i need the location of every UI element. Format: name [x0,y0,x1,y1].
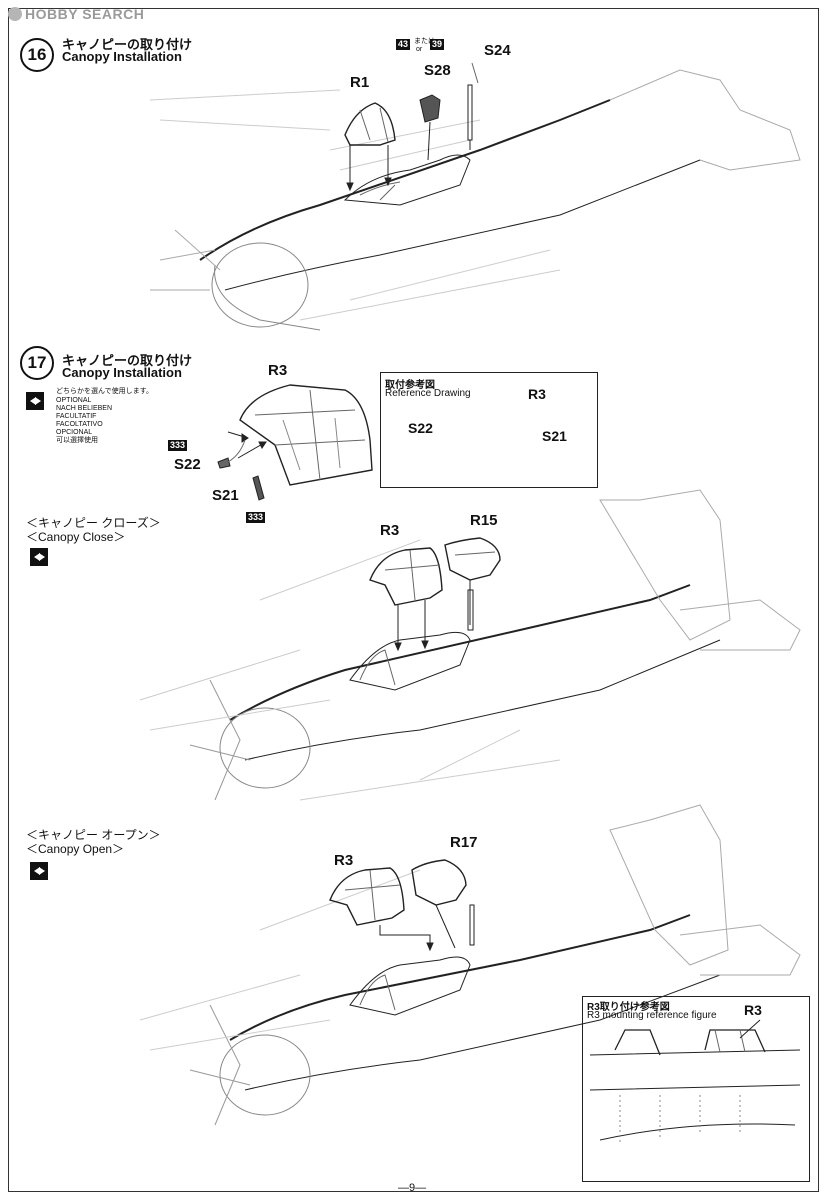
canopy-close-title-jp: ＜キャノピー クローズ＞ [26,516,161,530]
watermark-logo-icon [8,7,22,21]
step17-r3-canopy [217,384,373,501]
optional-note-line: FACOLTATIVO [56,421,103,428]
step17-part-s21-label: S21 [212,487,239,504]
close-part-r15-label: R15 [470,512,498,529]
part-s24-label: S24 [484,42,511,59]
step16-number: 16 [20,38,54,72]
reference-drawing-box [380,372,598,488]
part-r1-label: R1 [350,74,370,91]
r3-mount-ref-figure [589,1019,801,1145]
canopy-open-title-en: ＜Canopy Open＞ [26,842,125,856]
paint-code-333-s22: 333 [168,440,188,451]
part-s28-label: S28 [424,62,451,79]
r3-mount-ref-box [582,996,810,1182]
ref-part-r3-label: R3 [528,386,546,402]
canopy-close-aircraft [139,489,801,801]
optional-note-line: 可以選擇使用 [56,437,98,444]
watermark: HOBBY SEARCH [8,6,144,22]
canopy-open-title-jp: ＜キャノピー オープン＞ [26,828,161,842]
step17-number: 17 [20,346,54,380]
step17-title-en: Canopy Installation [62,365,182,380]
open-part-r17-label: R17 [450,834,478,851]
paint-code-43: 43 [396,39,411,50]
step16-title-en: Canopy Installation [62,49,182,64]
mount-part-r3-label: R3 [744,1002,762,1018]
ref-part-s21-label: S21 [542,428,567,444]
canopy-open-aircraft [139,804,801,1126]
paint-code-333-s21: 333 [246,512,266,523]
step16-aircraft [149,62,801,331]
reference-drawing-title-en: Reference Drawing [385,388,471,399]
optional-note-line: FACULTATIF [56,413,97,420]
step16-title-jp: キャノピーの取り付け [62,37,193,52]
optional-note-line: NACH BELIEBEN [56,405,113,412]
close-part-r3-label: R3 [380,522,400,539]
optional-note-line: OPCIONAL [56,429,93,436]
step17-part-s22-label: S22 [174,456,201,473]
optional-icon [26,392,44,410]
page-frame [8,8,819,1192]
canopy-close-title-en: ＜Canopy Close＞ [26,530,126,544]
r3-mount-ref-title-jp: R3取り付け参考図 [587,1002,670,1013]
reference-drawing-title-jp: 取付参考図 [385,380,435,391]
page-number: —9— [398,1182,427,1194]
step17-part-r3-label: R3 [268,362,288,379]
optional-note-line: OPTIONAL [56,397,92,404]
paint-code-39: 39 [430,39,445,50]
canopy-close-option-icon [30,548,48,566]
step17-title-jp: キャノピーの取り付け [62,353,193,368]
ref-part-s22-label: S22 [408,420,433,436]
r3-mount-ref-title-en: R3 mounting reference figure [587,1010,717,1021]
optional-note-line: どちらかを選んで使用します。 [56,388,153,395]
paint-or-en: or [416,46,423,53]
open-part-r3-label: R3 [334,852,354,869]
paint-or-jp: または [414,38,435,45]
canopy-open-option-icon [30,862,48,880]
